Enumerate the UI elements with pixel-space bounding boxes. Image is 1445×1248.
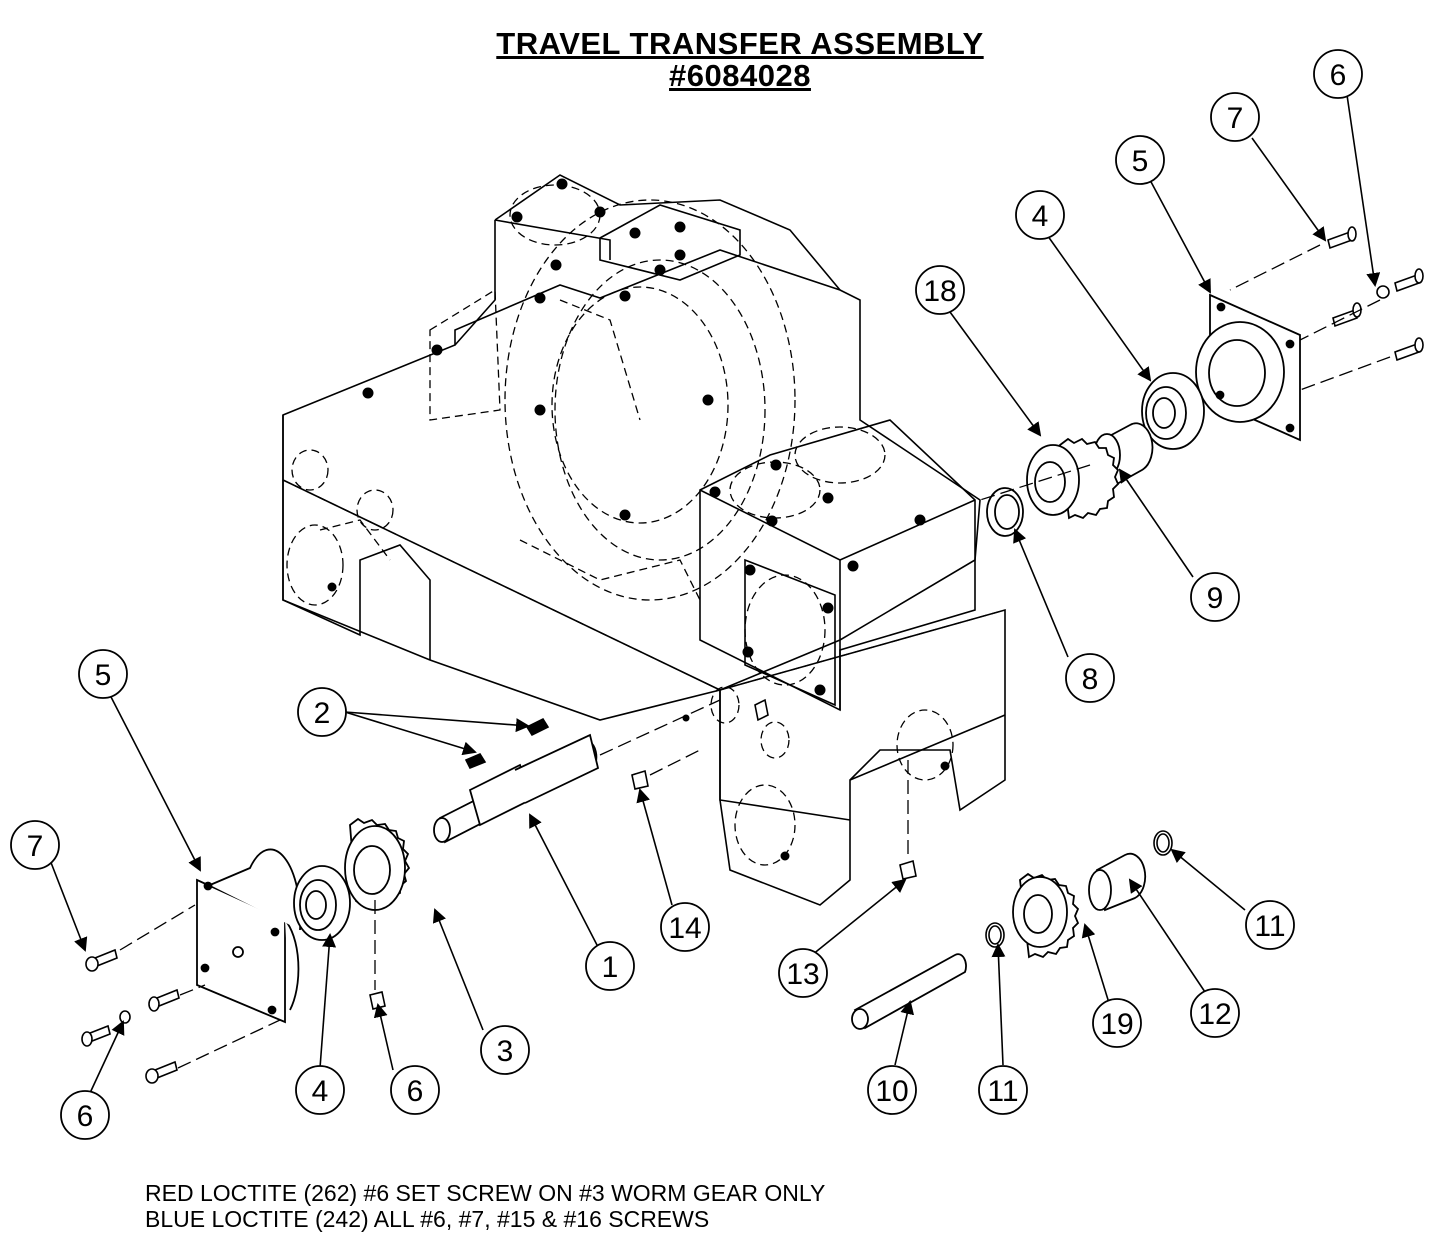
left-bearing-cap-5 — [196, 848, 302, 1024]
keys-2 — [464, 717, 550, 770]
callout-number-6: 6 — [407, 1075, 424, 1108]
callout-number-4: 4 — [312, 1075, 329, 1108]
leader-lines — [49, 94, 1381, 1094]
set-screws — [369, 698, 917, 1010]
worm-gear-3 — [344, 817, 411, 911]
callout-number-6: 6 — [1330, 59, 1347, 92]
left-centerlines — [119, 699, 909, 1069]
note-blue-loctite: BLUE LOCTITE (242) ALL #6, #7, #15 & #16… — [145, 1206, 710, 1232]
right-bearing-4 — [1141, 372, 1205, 450]
callout-number-10: 10 — [875, 1075, 908, 1108]
housing-hidden-lines — [282, 184, 1006, 866]
pin-10 — [851, 953, 967, 1030]
callout-number-1: 1 — [602, 951, 619, 984]
callout-number-5: 5 — [1132, 145, 1149, 178]
callout-number-7: 7 — [1227, 102, 1244, 135]
callout-number-14: 14 — [668, 912, 701, 945]
bushing-12 — [1088, 852, 1147, 912]
diagram-title: TRAVEL TRANSFER ASSEMBLY — [496, 26, 984, 61]
callout-number-13: 13 — [786, 958, 819, 991]
note-red-loctite: RED LOCTITE (262) #6 SET SCREW ON #3 WOR… — [145, 1180, 826, 1206]
callout-number-8: 8 — [1082, 663, 1099, 696]
left-bearing-4 — [293, 865, 351, 941]
callout-number-3: 3 — [497, 1035, 514, 1068]
right-bearing-cap-5 — [1195, 293, 1301, 442]
callout-number-4: 4 — [1032, 200, 1049, 233]
callout-number-9: 9 — [1207, 582, 1224, 615]
callout-number-19: 19 — [1100, 1008, 1133, 1041]
callout-number-12: 12 — [1198, 998, 1231, 1031]
right-centerlines — [979, 244, 1391, 501]
callout-number-11: 11 — [1254, 910, 1285, 943]
housing-casting — [282, 174, 1006, 906]
ring-8 — [986, 487, 1024, 537]
callout-number-2: 2 — [314, 697, 331, 730]
housing-bolt-holes — [327, 178, 950, 861]
gear-18 — [1026, 437, 1120, 520]
callout-bubbles — [10, 49, 1363, 1140]
assembly-number: #6084028 — [669, 58, 811, 93]
callout-number-7: 7 — [27, 830, 44, 863]
callout-number-18: 18 — [923, 275, 956, 308]
assembly-notes: RED LOCTITE (262) #6 SET SCREW ON #3 WOR… — [145, 1180, 825, 1232]
idler-gear-19 — [1012, 872, 1080, 959]
callout-number-5: 5 — [95, 659, 112, 692]
left-cap-screws — [81, 948, 180, 1084]
callout-number-6: 6 — [77, 1100, 94, 1133]
callout-number-11: 11 — [987, 1075, 1018, 1108]
shaft-1 — [433, 733, 600, 844]
rings-11 — [985, 830, 1173, 948]
right-cap-screws — [1327, 226, 1424, 362]
